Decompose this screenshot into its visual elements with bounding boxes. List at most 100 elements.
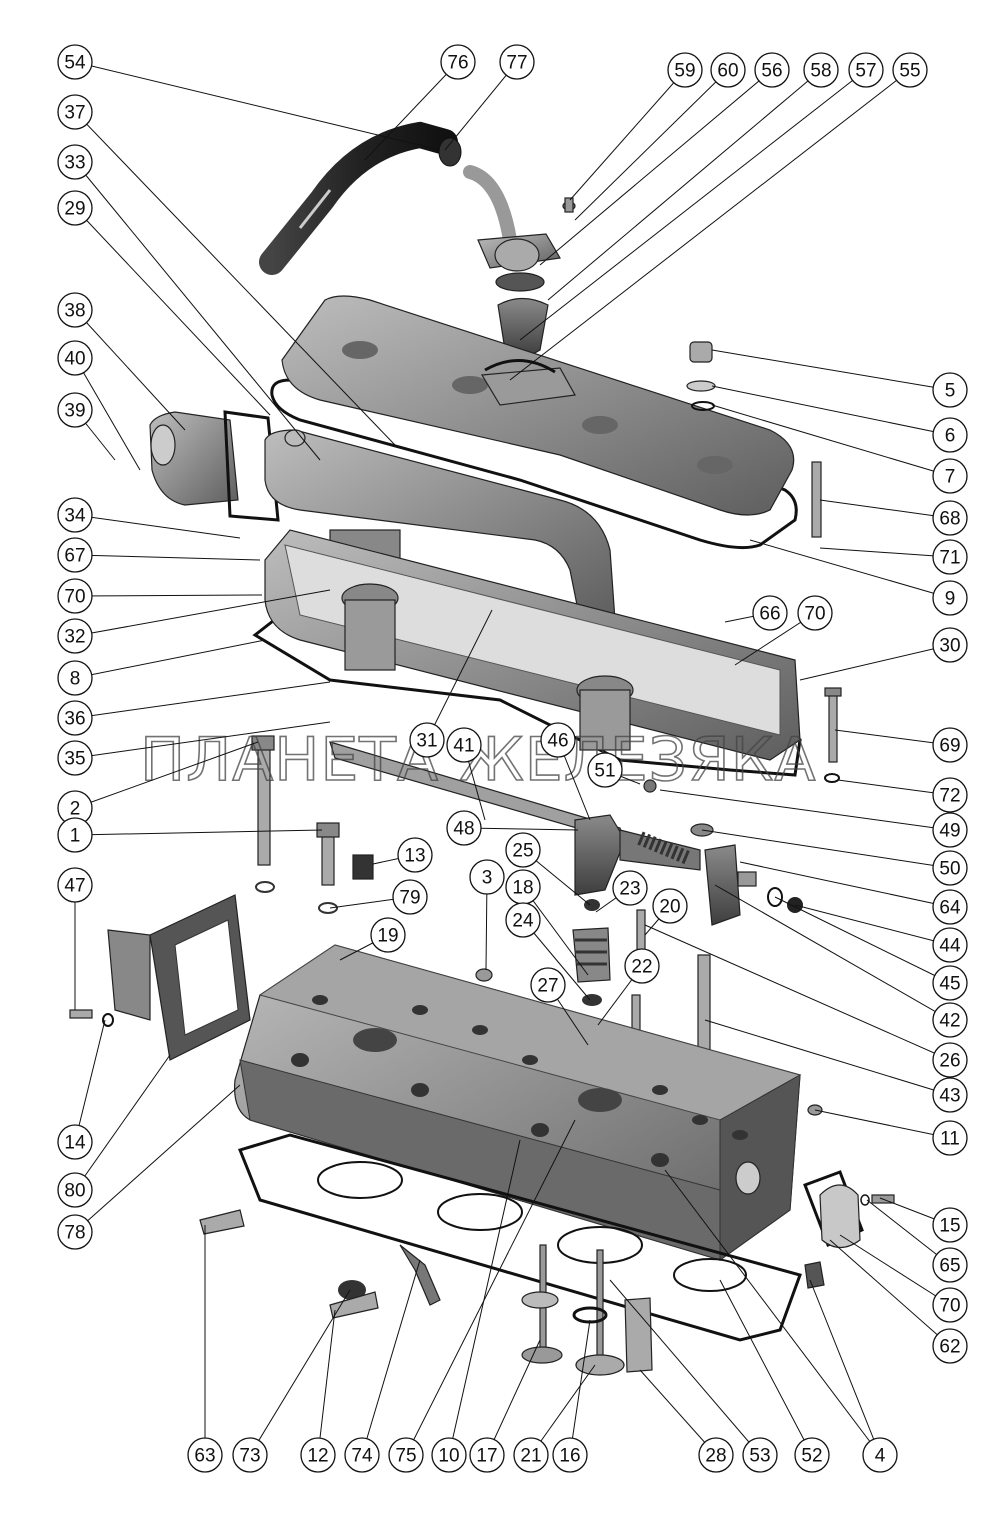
callout-19: 19 [370,917,406,953]
callout-circle [932,965,968,1001]
callout-52: 52 [794,1437,830,1473]
callout-circle [57,44,93,80]
callout-label: 34 [64,506,86,527]
callout-58: 58 [803,52,839,88]
callout-59: 59 [667,52,703,88]
callout-label: 45 [939,974,960,995]
callout-label: 25 [512,841,533,862]
callout-77: 77 [499,44,535,80]
leader-line [799,644,951,681]
callout-label: 49 [939,821,960,842]
callout-28: 28 [698,1437,734,1473]
valve-spring-set [475,899,641,1061]
leader-line [714,884,951,1021]
leader-line [249,1289,351,1456]
callout-circle [932,580,968,616]
leader-line [569,69,686,201]
thermostat-cover [803,1170,895,1289]
callout-circle [932,927,968,963]
callout-12: 12 [300,1437,336,1473]
callout-label: 53 [749,1446,770,1467]
callout-label: 68 [939,509,960,530]
callout-circle [344,1437,380,1473]
callout-25: 25 [505,832,541,868]
callout-label: 70 [939,1296,960,1317]
leader-line [74,741,259,809]
callout-label: 16 [559,1446,580,1467]
callout-label: 51 [594,761,615,782]
callout-label: 32 [64,627,85,648]
leader-line [74,514,241,539]
callout-label: 42 [939,1011,960,1032]
callout-label: 57 [855,61,876,82]
head-gasket [237,1133,802,1342]
callout-label: 36 [64,709,85,730]
callout-label: 60 [717,61,738,82]
callout-4: 4 [862,1437,898,1473]
callout-46: 46 [540,722,576,758]
cylinder-head-bolts [251,461,842,1051]
leader-line [819,499,951,519]
callout-56: 56 [754,52,790,88]
callout-circle [932,1207,968,1243]
callout-circle [57,392,93,428]
callout-49: 49 [932,812,968,848]
callout-label: 73 [239,1446,260,1467]
callout-label: 39 [64,401,85,422]
callout-circle [57,660,93,696]
callout-5: 5 [932,372,968,408]
callout-circle [892,52,928,88]
callout-circle [57,1124,93,1160]
callout-circle [932,627,968,663]
callout-circle [57,190,93,226]
callout-label: 63 [194,1446,215,1467]
leader-line [837,779,951,796]
leader-line [486,1339,541,1456]
callout-34: 34 [57,497,93,533]
callout-label: 37 [64,103,85,124]
callout-17: 17 [469,1437,505,1473]
callout-label: 54 [64,53,86,74]
valve-cover [270,295,798,550]
callout-42: 42 [932,1002,968,1038]
callout-circle [710,52,746,88]
leader-line [405,1119,576,1456]
callout-circle [232,1437,268,1473]
callout-22: 22 [624,948,660,984]
callout-label: 59 [674,61,695,82]
callout-76: 76 [440,44,476,80]
callout-circle [446,810,482,846]
callout-10: 10 [431,1437,467,1473]
callout-circle [624,948,660,984]
callout-41: 41 [446,727,482,763]
leader-line [74,1054,171,1191]
callout-label: 35 [64,749,85,770]
callout-circle [57,1172,93,1208]
callout-label: 31 [416,731,437,752]
callout-63: 63 [187,1437,223,1473]
callout-label: 77 [506,53,527,74]
callout-23: 23 [612,870,648,906]
callout-11: 11 [932,1120,968,1156]
leader-line [74,61,441,151]
leader-line [74,681,331,719]
callout-60: 60 [710,52,746,88]
leader-line [819,547,951,558]
callout-80: 80 [57,1172,93,1208]
callout-73: 73 [232,1437,268,1473]
callout-label: 38 [64,301,85,322]
callout-label: 18 [512,878,533,899]
callout-32: 32 [57,618,93,654]
callout-label: 19 [377,926,398,947]
callout-label: 52 [801,1446,822,1467]
callout-circle [446,727,482,763]
leader-line [530,1364,596,1456]
callout-35: 35 [57,740,93,776]
callout-64: 64 [932,889,968,925]
callout-21: 21 [513,1437,549,1473]
leader-line [361,1259,421,1456]
callout-circle [57,867,93,903]
leader-line [701,829,951,869]
callout-circle [667,52,703,88]
